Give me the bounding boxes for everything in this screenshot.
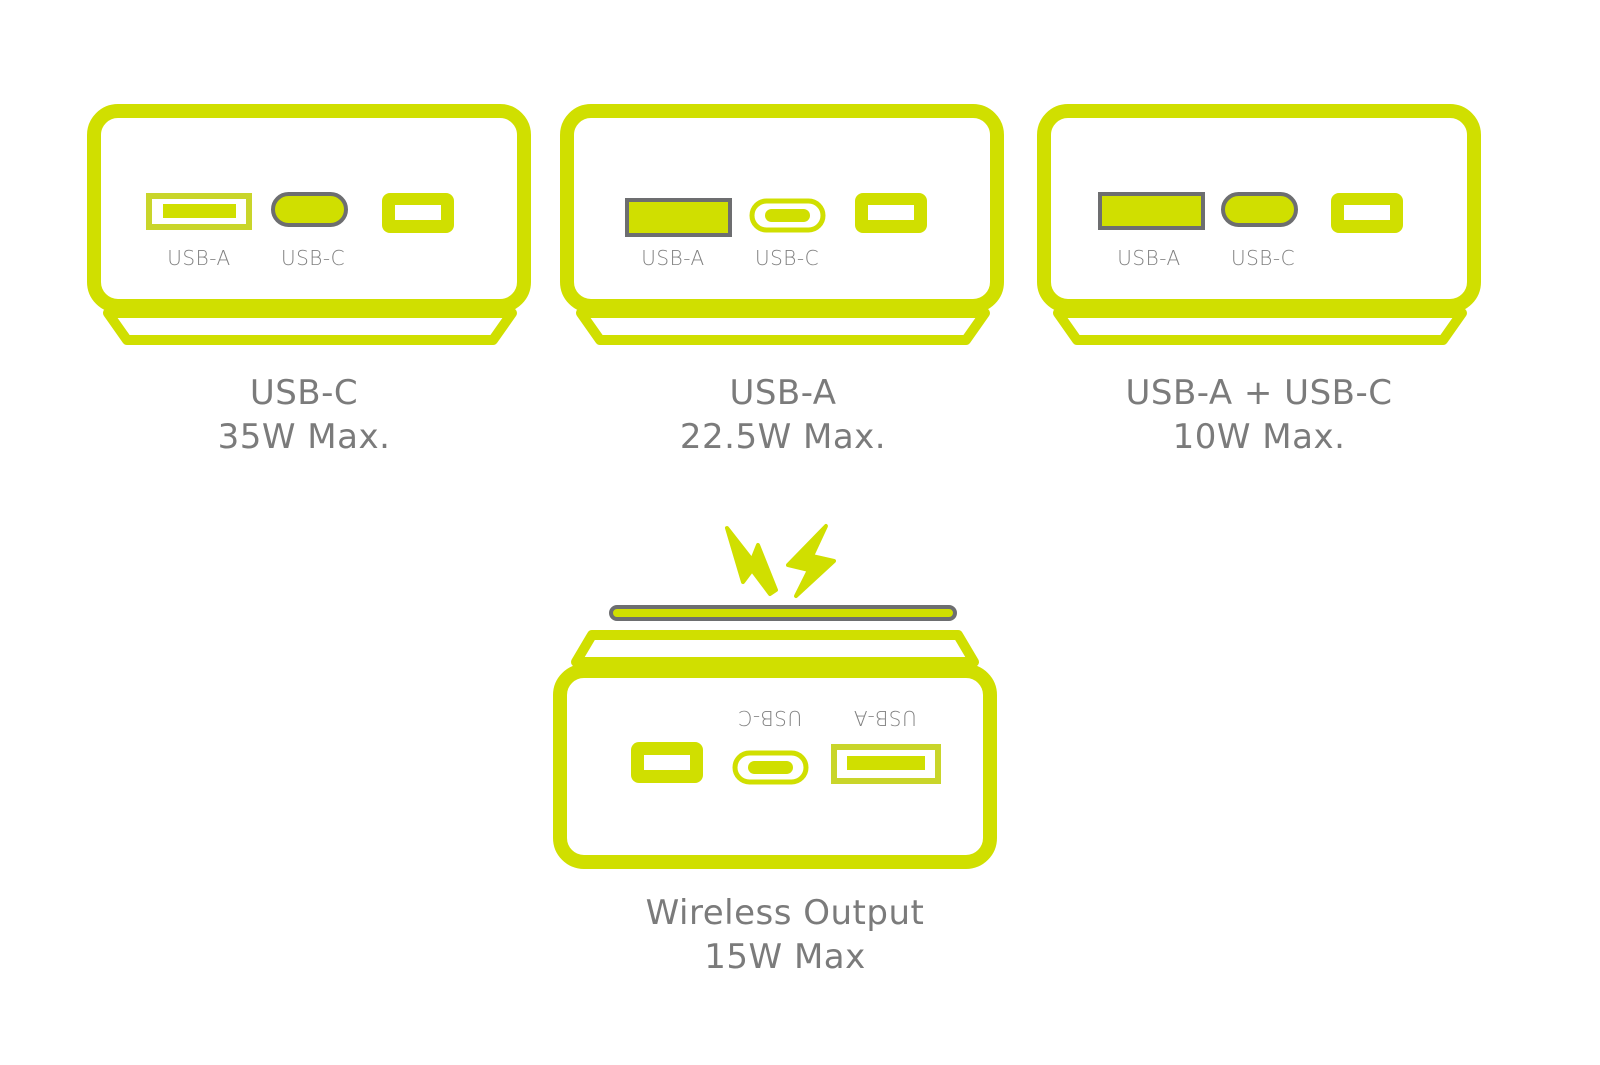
usb-a-label-inverted: USB-A [853, 706, 916, 730]
micro-port [855, 193, 927, 233]
device-usb-c: USB-A USB-C USB-C 35W Max. [87, 104, 531, 457]
caption-line1: Wireless Output [646, 893, 925, 933]
usb-c-port-active [1221, 192, 1298, 227]
usb-a-port [146, 193, 252, 230]
usb-a-label: USB-A [1117, 246, 1180, 270]
lightning-bolt-icon [725, 524, 836, 598]
caption-line1: USB-A [729, 373, 836, 413]
caption-line2: 15W Max [704, 937, 865, 977]
caption-line2: 10W Max. [1173, 417, 1346, 457]
usb-c-port [749, 198, 826, 233]
device-usb-a: USB-A USB-C USB-A 22.5W Max. [560, 104, 1004, 457]
usb-a-label: USB-A [641, 246, 704, 270]
caption-line1: USB-A + USB-C [1126, 373, 1393, 413]
power-bank-body [553, 664, 997, 869]
power-bank-body [560, 104, 1004, 313]
usb-a-port [831, 744, 941, 784]
usb-c-label-inverted: USB-C [738, 706, 802, 730]
power-bank-body [87, 104, 531, 313]
usb-a-label: USB-A [167, 246, 230, 270]
wireless-charging-pad [609, 605, 957, 621]
caption-line2: 22.5W Max. [680, 417, 886, 457]
micro-port [382, 193, 454, 233]
device-usb-a-plus-usb-c: USB-A USB-C USB-A + USB-C 10W Max. [1037, 104, 1481, 457]
caption-line2: 35W Max. [218, 417, 391, 457]
usb-a-port-active [1098, 192, 1205, 230]
power-bank-body [1037, 104, 1481, 313]
power-bank-base [571, 630, 979, 667]
usb-c-label: USB-C [755, 246, 819, 270]
power-bank-base [103, 308, 517, 345]
micro-port [1331, 193, 1403, 233]
usb-c-port [732, 750, 809, 785]
caption-line1: USB-C [250, 373, 358, 413]
usb-c-label: USB-C [1231, 246, 1295, 270]
micro-port [631, 742, 703, 783]
power-bank-base [576, 308, 990, 345]
usb-c-port-active [271, 192, 348, 227]
device-wireless: USB-C USB-A Wireless Output 15W Max [553, 524, 997, 977]
usb-a-port-active [625, 198, 732, 237]
power-bank-base [1053, 308, 1467, 345]
usb-c-label: USB-C [281, 246, 345, 270]
